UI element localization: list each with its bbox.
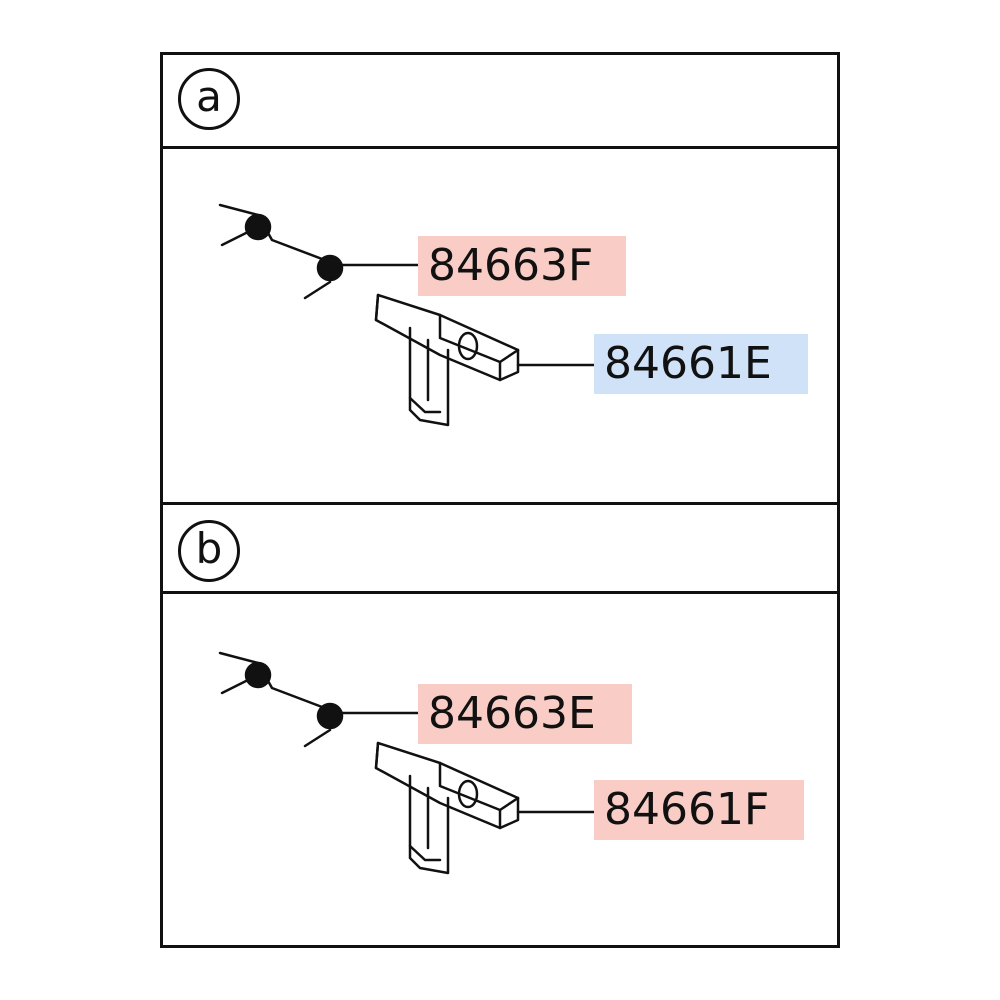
callout-a: a <box>178 68 240 130</box>
part-label-84661E: 84661E <box>594 334 808 394</box>
diagram-frame <box>160 52 840 948</box>
part-label-84663E: 84663E <box>418 684 632 744</box>
clip-fastener-icon-b <box>218 651 424 748</box>
part-label-84661F: 84661F <box>594 780 804 840</box>
bracket-icon-a <box>374 293 600 427</box>
callout-b: b <box>178 520 240 582</box>
clip-fastener-icon-a <box>218 203 424 300</box>
section-b-header <box>163 502 837 594</box>
bracket-icon-b <box>374 741 600 875</box>
section-a-header <box>163 55 837 149</box>
part-label-84663F: 84663F <box>418 236 626 296</box>
